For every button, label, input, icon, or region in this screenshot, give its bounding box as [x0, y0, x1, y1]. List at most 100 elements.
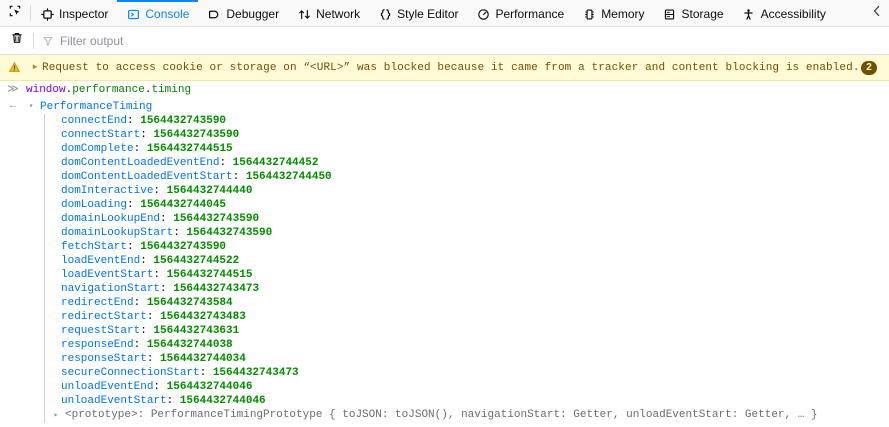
property-row[interactable]: domainLookupStart: 1564432743590	[45, 226, 889, 240]
tab-label: Network	[316, 7, 361, 21]
tab-inspector[interactable]: Inspector	[31, 0, 117, 26]
tab-debugger[interactable]: Debugger	[198, 0, 288, 26]
filter-input-wrapper[interactable]	[40, 33, 889, 48]
property-row[interactable]: unloadEventEnd: 1564432744046	[45, 380, 889, 394]
prototype-row[interactable]: ▸ <prototype>: PerformanceTimingPrototyp…	[45, 408, 889, 423]
performance-icon	[476, 7, 490, 21]
clear-output-button[interactable]	[3, 31, 31, 50]
property-key: unloadEventEnd	[61, 381, 154, 393]
property-value: 1564432743584	[146, 297, 233, 309]
property-row[interactable]: redirectEnd: 1564432743584	[45, 296, 889, 310]
property-colon: :	[146, 353, 161, 365]
property-colon: :	[160, 283, 174, 295]
tab-storage[interactable]: Storage	[654, 0, 733, 26]
property-value: 1564432744515	[166, 269, 253, 281]
tab-accessibility[interactable]: Accessibility	[733, 0, 835, 26]
property-row[interactable]: domainLookupEnd: 1564432743590	[45, 212, 889, 226]
tab-console[interactable]: Console	[117, 0, 199, 26]
property-key: loadEventStart	[61, 269, 154, 281]
console-output: ≫ window.performance.timing ← ▾ Performa…	[0, 81, 889, 423]
console-result-row: ← ▾ PerformanceTiming connectEnd: 156443…	[0, 99, 889, 423]
tab-network[interactable]: Network	[288, 0, 369, 26]
element-picker-button[interactable]	[0, 0, 30, 26]
property-row[interactable]: domInteractive: 1564432744440	[45, 184, 889, 198]
command-separator-1: .	[65, 84, 73, 96]
triangle-right-icon[interactable]: ►	[32, 63, 38, 72]
tab-label: Debugger	[226, 7, 280, 21]
property-colon: :	[140, 325, 154, 337]
style-editor-icon	[378, 7, 392, 21]
property-colon: :	[127, 241, 141, 253]
warning-repeat-badge: 2	[861, 60, 877, 75]
property-value: 1564432744046	[166, 381, 253, 393]
property-value: 1564432743590	[153, 129, 240, 141]
tab-performance[interactable]: Performance	[467, 0, 573, 26]
storage-icon	[663, 7, 677, 21]
result-object-inspector: ▾ PerformanceTiming connectEnd: 15644327…	[26, 99, 889, 423]
object-type-name: PerformanceTiming	[40, 100, 153, 113]
property-value: 1564432744515	[146, 143, 233, 155]
property-row[interactable]: secureConnectionStart: 1564432743473	[45, 366, 889, 380]
object-header[interactable]: ▾ PerformanceTiming	[26, 99, 889, 114]
property-row[interactable]: responseEnd: 1564432744038	[45, 338, 889, 352]
property-row[interactable]: domContentLoadedEventEnd: 1564432744452	[45, 156, 889, 170]
toolbar-overflow-button[interactable]	[865, 0, 889, 26]
command-separator-2: .	[144, 84, 152, 96]
accessibility-icon	[742, 7, 756, 21]
property-colon: :	[232, 171, 246, 183]
property-row[interactable]: domComplete: 1564432744515	[45, 142, 889, 156]
tab-label: Inspector	[59, 7, 109, 21]
tab-label: Memory	[601, 7, 645, 21]
funnel-icon	[42, 35, 54, 47]
tab-label: Console	[145, 7, 190, 21]
property-colon: :	[153, 185, 167, 197]
property-colon: :	[166, 395, 180, 407]
property-colon: :	[153, 381, 167, 393]
command-prompt-marker: ≫	[7, 84, 19, 96]
filter-bar-divider	[33, 32, 34, 49]
property-value: 1564432743590	[140, 115, 227, 127]
console-warning-message[interactable]: ► Request to access cookie or storage on…	[0, 55, 889, 81]
warning-triangle-icon	[0, 61, 28, 74]
tab-label: Style Editor	[397, 7, 459, 21]
property-row[interactable]: domLoading: 1564432744045	[45, 198, 889, 212]
property-key: redirectEnd	[61, 297, 134, 309]
property-colon: :	[199, 367, 213, 379]
tab-memory[interactable]: Memory	[573, 0, 653, 26]
console-icon	[126, 7, 140, 21]
property-row[interactable]: loadEventStart: 1564432744515	[45, 268, 889, 282]
property-row[interactable]: redirectStart: 1564432743483	[45, 310, 889, 324]
property-colon: :	[140, 255, 154, 267]
tab-label: Performance	[495, 7, 565, 21]
property-row[interactable]: connectStart: 1564432743590	[45, 128, 889, 142]
property-row[interactable]: domContentLoadedEventStart: 156443274445…	[45, 170, 889, 184]
property-colon: :	[127, 115, 141, 127]
console-command-row[interactable]: ≫ window.performance.timing	[0, 81, 889, 99]
trash-icon	[10, 31, 24, 50]
property-key: responseEnd	[61, 339, 134, 351]
property-row[interactable]: unloadEventStart: 1564432744046	[45, 394, 889, 408]
property-row[interactable]: fetchStart: 1564432743590	[45, 240, 889, 254]
property-key: connectStart	[61, 129, 141, 141]
devtools-tab-list: Inspector Console Debugger	[31, 0, 865, 26]
property-row[interactable]: loadEventEnd: 1564432744522	[45, 254, 889, 268]
property-value: 1564432743590	[186, 227, 273, 239]
command-member-1: performance	[72, 84, 145, 96]
chevron-left-icon	[872, 4, 882, 22]
property-row[interactable]: connectEnd: 1564432743590	[45, 114, 889, 128]
property-row[interactable]: responseStart: 1564432744034	[45, 352, 889, 366]
property-colon: :	[140, 129, 154, 141]
property-value: 1564432743590	[140, 241, 227, 253]
tab-label: Accessibility	[760, 7, 826, 21]
triangle-right-icon[interactable]: ▸	[53, 411, 59, 420]
property-row[interactable]: requestStart: 1564432743631	[45, 324, 889, 338]
triangle-down-icon[interactable]: ▾	[28, 101, 34, 111]
tab-style-editor[interactable]: Style Editor	[369, 0, 467, 26]
warning-message-text: Request to access cookie or storage on “…	[42, 61, 860, 74]
memory-icon	[582, 7, 596, 21]
property-key: domainLookupEnd	[61, 213, 161, 225]
property-row[interactable]: navigationStart: 1564432743473	[45, 282, 889, 296]
property-value: 1564432744452	[232, 157, 319, 169]
property-colon: :	[173, 227, 187, 239]
filter-output-input[interactable]	[60, 33, 889, 48]
